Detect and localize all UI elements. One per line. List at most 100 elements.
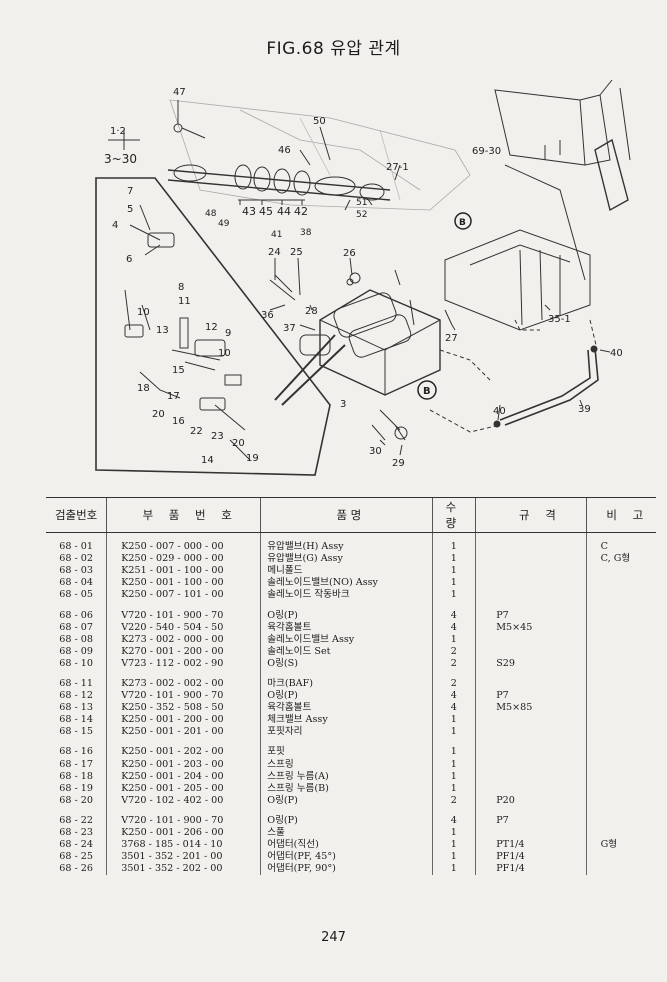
row-quantity: 1: [431, 589, 476, 602]
row-quantity: 1: [431, 826, 476, 840]
callout-69-30: 69-30: [472, 146, 501, 157]
row-note: [585, 677, 656, 691]
row-no: 68 - 05: [59, 589, 93, 601]
callout-8: 8: [178, 282, 184, 293]
row-part-number: 3501 - 352 - 201 - 00: [106, 851, 261, 864]
row-part-number: V720 - 101 - 900 - 70: [106, 814, 261, 827]
page-title: FIG.68 유압 관계: [266, 39, 401, 59]
row-part-number: K250 - 001 - 200 - 00: [106, 714, 261, 727]
row-quantity: 1: [431, 726, 476, 739]
row-quantity: 4: [431, 621, 476, 634]
row-part-number: K250 - 001 - 204 - 00: [106, 770, 261, 783]
callout-46: 46: [278, 145, 291, 156]
row-note: G형: [585, 839, 656, 852]
row-spec: [475, 677, 587, 691]
callout-27: 27: [445, 333, 458, 344]
row-no: 68 - 22: [59, 814, 93, 826]
row-part-number: V720 - 101 - 900 - 70: [106, 690, 261, 703]
callout-36: 36: [261, 310, 274, 321]
row-quantity: 2: [431, 645, 476, 658]
table-spacer: [46, 601, 656, 610]
row-part-number: K273 - 002 - 000 - 00: [106, 633, 261, 646]
callout-41: 41: [271, 230, 282, 240]
row-quantity: 1: [431, 553, 476, 566]
callout-44: 44: [277, 205, 291, 218]
row-no: 68 - 04: [59, 577, 93, 589]
b-marker: [417, 212, 472, 400]
row-part-name: 포핏: [260, 746, 432, 759]
exploded-parts-diagram: 47 50 46 1·2 3~30 69-30 27-1 43 45 44 42…: [58, 80, 638, 485]
row-part-name: O링(S): [260, 657, 432, 670]
table-spacer: [46, 806, 656, 815]
row-note: [585, 758, 656, 771]
row-quantity: 1: [431, 714, 476, 727]
row-quantity: 1: [431, 758, 476, 771]
callout-49: 49: [218, 219, 230, 229]
row-part-name: 체크밸브 Assy: [260, 714, 432, 727]
callout-26: 26: [343, 248, 356, 259]
row-part-number: V723 - 112 - 002 - 90: [106, 657, 261, 670]
row-no: 68 - 12: [59, 690, 93, 702]
callout-9: 9: [225, 328, 231, 339]
row-note: [585, 577, 656, 590]
row-part-number: V720 - 101 - 900 - 70: [106, 609, 261, 622]
row-spec: S29: [475, 657, 587, 670]
row-quantity: 4: [431, 609, 476, 622]
row-quantity: 1: [431, 851, 476, 864]
row-note: C, G형: [585, 553, 656, 566]
row-note: [585, 589, 656, 602]
header-spec: 규 격: [475, 497, 587, 533]
row-note: [585, 657, 656, 670]
table-spacer: [46, 738, 656, 747]
row-part-name: 스프링: [260, 758, 432, 771]
row-part-name: 어댑터(PF, 45°): [260, 851, 432, 864]
row-part-number: K251 - 001 - 100 - 00: [106, 565, 261, 578]
row-part-name: O링(P): [260, 690, 432, 703]
row-part-name: 솔레노이드 작동바크: [260, 589, 432, 602]
row-note: [585, 794, 656, 807]
callout-29: 29: [392, 458, 405, 469]
row-no: 68 - 09: [59, 645, 93, 657]
row-no: 68 - 15: [59, 726, 93, 738]
row-part-number: V220 - 540 - 504 - 50: [106, 621, 261, 634]
row-spec: P20: [475, 794, 587, 807]
row-spec: P7: [475, 814, 587, 827]
callout-38: 38: [300, 228, 312, 238]
row-note: [585, 609, 656, 622]
callout-40-right: 40: [610, 348, 623, 359]
row-no: 68 - 18: [59, 770, 93, 782]
diagram-svg: 47 50 46 1·2 3~30 69-30 27-1 43 45 44 42…: [95, 80, 631, 476]
row-note: [585, 814, 656, 827]
row-note: C: [585, 541, 656, 554]
callout-15: 15: [172, 365, 185, 376]
callout-20-left: 20: [152, 409, 165, 420]
row-spec: [475, 726, 587, 739]
callout-48: 48: [205, 209, 217, 219]
row-spec: [475, 565, 587, 578]
callout-35-1: 35-1: [548, 314, 571, 325]
callout-43: 43: [242, 205, 256, 218]
callout-3-30: 3~30: [104, 152, 137, 166]
row-part-name: 솔레노이드밸브(NO) Assy: [260, 577, 432, 590]
row-note: [585, 746, 656, 759]
row-part-number: 3768 - 185 - 014 - 10: [106, 839, 261, 852]
row-spec: [475, 633, 587, 646]
callout-10-left: 10: [137, 307, 150, 318]
callout-40-lower: 40: [493, 406, 506, 417]
row-note: [585, 633, 656, 646]
row-no: 68 - 07: [59, 621, 93, 633]
row-no: 68 - 01: [59, 541, 93, 553]
row-part-name: 어댑터(직선): [260, 839, 432, 852]
callout-27-1: 27-1: [386, 162, 409, 173]
